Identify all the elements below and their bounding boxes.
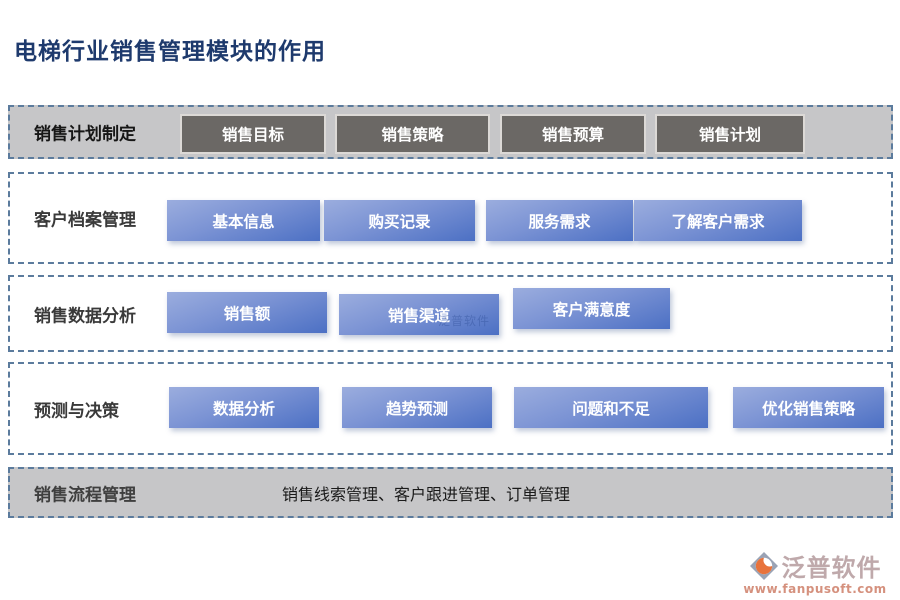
vendor-logo-url: www.fanpusoft.com	[743, 582, 887, 596]
customer-file-row: 客户档案管理 基本信息 购买记录 服务需求 了解客户需求	[8, 172, 893, 264]
vendor-logo-icon	[749, 551, 779, 581]
page-title: 电梯行业销售管理模块的作用	[14, 39, 326, 65]
box-sales-plan: 销售计划	[655, 114, 805, 154]
sales-data-analysis-row-label: 销售数据分析	[34, 306, 136, 326]
brand-watermark: 泛普软件	[438, 314, 491, 328]
box-sales-goal: 销售目标	[180, 114, 326, 154]
sales-plan-row-label: 销售计划制定	[34, 124, 136, 145]
forecast-decision-row-label: 预测与决策	[34, 401, 119, 421]
box-sales-channel: 销售渠道	[339, 294, 499, 335]
box-service-needs: 服务需求	[486, 200, 633, 241]
box-purchase-records: 购买记录	[324, 200, 475, 241]
box-sales-strategy: 销售策略	[335, 114, 490, 154]
box-sales-budget: 销售预算	[500, 114, 646, 154]
box-understand-customer-needs: 了解客户需求	[634, 200, 802, 241]
box-optimize-sales-strategy: 优化销售策略	[733, 387, 884, 428]
box-customer-satisfaction: 客户满意度	[513, 288, 670, 329]
sales-process-row-label: 销售流程管理	[34, 485, 136, 505]
customer-file-row-label: 客户档案管理	[34, 210, 136, 231]
box-trend-forecast: 趋势预测	[342, 387, 492, 428]
box-sales-amount: 销售额	[167, 292, 327, 333]
vendor-logo: 泛普软件 www.fanpusoft.com	[740, 548, 890, 596]
vendor-logo-brand: 泛普软件	[781, 554, 882, 582]
box-data-analysis: 数据分析	[169, 387, 319, 428]
box-basic-info: 基本信息	[167, 200, 320, 241]
box-problems-shortcomings: 问题和不足	[514, 387, 708, 428]
sales-process-content: 销售线索管理、客户跟进管理、订单管理	[282, 484, 571, 504]
sales-plan-row: 销售计划制定 销售目标 销售策略 销售预算 销售计划	[8, 105, 893, 159]
sales-process-row: 销售流程管理 销售线索管理、客户跟进管理、订单管理	[8, 467, 893, 518]
forecast-decision-row: 预测与决策 数据分析 趋势预测 问题和不足 优化销售策略	[8, 362, 893, 455]
sales-data-analysis-row: 销售数据分析 销售额 销售渠道 客户满意度	[8, 275, 893, 352]
